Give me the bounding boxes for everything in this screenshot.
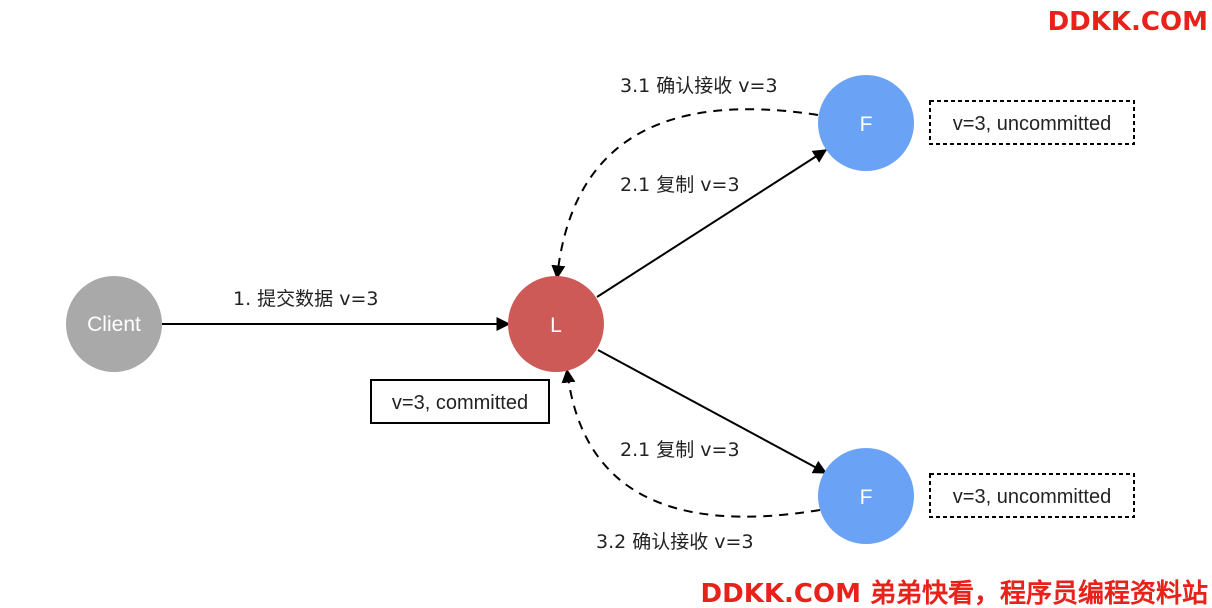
status-box-leader: v=3, committed: [370, 379, 550, 424]
status-box-leader-text: v=3, committed: [392, 392, 528, 414]
node-follower-bottom: F: [818, 448, 914, 544]
status-box-follower-bottom-border: [929, 473, 1135, 518]
edge-submit-label: 1. 提交数据 v=3: [233, 288, 378, 310]
edge-ack-bottom-label: 3.2 确认接收 v=3: [596, 531, 754, 553]
node-client: Client: [66, 276, 162, 372]
node-client-label: Client: [87, 313, 141, 336]
node-follower-top-circle: [818, 75, 914, 171]
status-box-follower-bottom: v=3, uncommitted: [929, 473, 1135, 518]
edge-replicate-top-arrow: [596, 149, 828, 298]
edge-replicate-top-label: 2.1 复制 v=3: [620, 174, 740, 196]
edge-ack-top-arrow: [551, 108, 819, 280]
edge-replicate-bottom-label: 2.1 复制 v=3: [620, 439, 740, 461]
node-leader: L: [508, 276, 604, 372]
node-follower-bottom-circle: [818, 448, 914, 544]
status-box-follower-top: v=3, uncommitted: [929, 100, 1135, 145]
node-follower-top-label: F: [860, 113, 873, 136]
status-box-follower-bottom-text: v=3, uncommitted: [953, 486, 1111, 508]
status-box-follower-top-border: [929, 100, 1135, 145]
edge-ack-top-label: 3.1 确认接收 v=3: [620, 75, 778, 97]
node-client-circle: [66, 276, 162, 372]
watermark-bottom: DDKK.COM 弟弟快看，程序员编程资料站: [701, 578, 1208, 608]
edge-replicate-bottom-arrow: [597, 349, 828, 474]
edge-ack-bottom-arrow: [561, 368, 821, 518]
node-follower-top: F: [818, 75, 914, 171]
status-box-follower-top-text: v=3, uncommitted: [953, 113, 1111, 135]
status-box-leader-border: [370, 379, 550, 424]
node-follower-bottom-label: F: [860, 486, 873, 509]
watermark-top: DDKK.COM: [1048, 7, 1208, 37]
node-leader-label: L: [550, 314, 562, 337]
node-leader-circle: [508, 276, 604, 372]
